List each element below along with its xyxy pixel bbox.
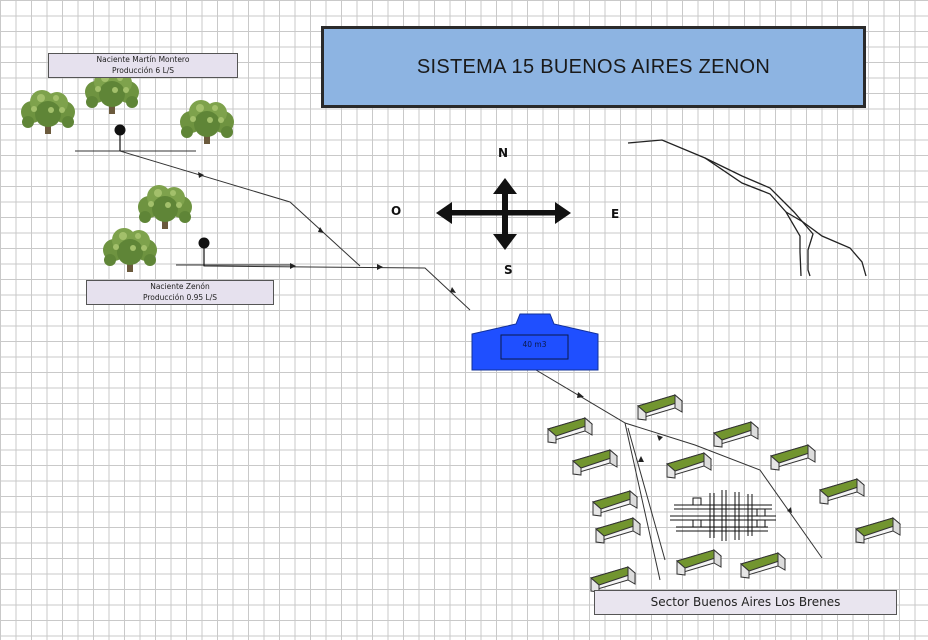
house-icon — [819, 478, 865, 505]
tank-capacity-label: 40 m3 — [522, 340, 547, 349]
compass-south: S — [504, 263, 513, 277]
house-icon — [740, 552, 786, 579]
compass-west: O — [391, 204, 402, 218]
spring-zenon-production: Producción 0.95 L/S — [142, 292, 218, 302]
tree-icon — [102, 227, 158, 273]
flow-arrows — [198, 172, 792, 513]
spring-martin-label: Naciente Martín Montero Producción 6 L/S — [48, 53, 238, 78]
house-icon — [572, 449, 618, 476]
compass-east: E — [611, 207, 620, 221]
spring-zenon-label: Naciente Zenón Producción 0.95 L/S — [86, 280, 274, 305]
street-grid — [670, 490, 776, 541]
house-icon — [637, 394, 683, 421]
compass-north: N — [498, 146, 509, 160]
spring-intake-marker — [114, 124, 126, 151]
river-lines — [627, 139, 867, 277]
house-icon — [592, 490, 638, 517]
tree-icon — [137, 184, 193, 230]
spring-zenon-name: Naciente Zenón — [150, 282, 210, 291]
spring-martin-production: Producción 6 L/S — [111, 65, 175, 75]
compass-rose — [436, 178, 571, 250]
tree-icon — [179, 99, 235, 145]
house-icon — [547, 417, 593, 444]
house-icon — [770, 444, 816, 471]
system-title: SISTEMA 15 BUENOS AIRES ZENON — [321, 26, 866, 108]
sector-label: Sector Buenos Aires Los Brenes — [594, 590, 897, 615]
house-icon — [595, 517, 641, 544]
house-icon — [855, 517, 901, 544]
house-icon — [713, 421, 759, 448]
house-icon — [676, 549, 722, 576]
tree-icon — [20, 89, 76, 135]
house-icon — [590, 566, 636, 593]
house-icon — [666, 452, 712, 479]
spring-martin-name: Naciente Martín Montero — [96, 55, 190, 64]
spring-intake-marker — [198, 237, 210, 266]
water-tank — [471, 313, 599, 371]
